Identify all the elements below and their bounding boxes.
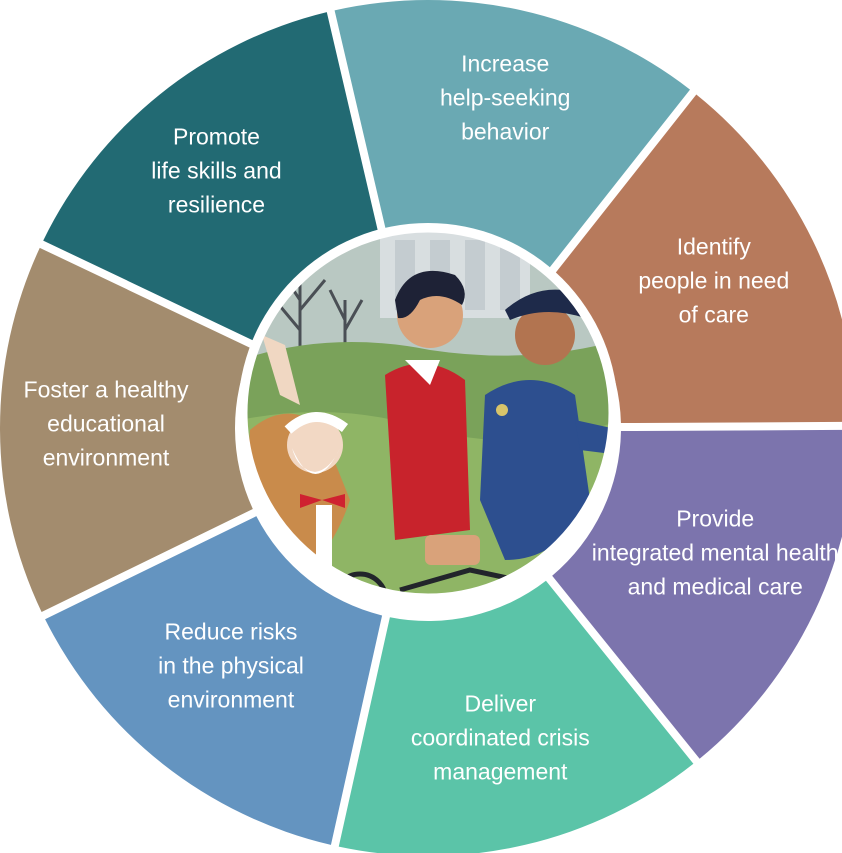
segment-label-line: Deliver [465,691,537,717]
segment-label-line: help-seeking [440,85,570,111]
segment-label-line: of care [679,302,749,328]
segment-label-line: and medical care [628,574,803,600]
segment-help-seeking [334,0,691,275]
segment-identify-people [550,94,842,424]
segment-label-line: Provide [676,506,754,532]
segment-label-integrated-care: Provide integrated mental health and medic… [592,506,839,600]
segment-label-line: Identify [677,234,752,260]
segment-label-line: life skills and [151,157,281,183]
segment-label-line: management [433,759,568,785]
segment-label-line: Promote [173,123,260,149]
segment-label-crisis-management: Deliver coordinated crisis management [411,691,590,785]
segment-label-help-seeking: Increase help-seeking behavior [440,51,570,145]
segment-integrated-care [552,429,842,759]
segment-label-line: Foster a healthy [24,377,189,403]
segment-label-line: integrated mental health [592,540,839,566]
segment-crisis-management [338,580,694,853]
segment-label-line: environment [168,687,295,713]
segment-label-line: educational [47,411,165,437]
segment-label-line: Reduce risks [165,619,298,645]
segment-label-line: people in need [638,268,789,294]
segment-label-identify-people: Identify people in need of care [638,234,789,328]
segment-label-line: coordinated crisis [411,725,590,751]
segment-label-line: behavior [461,119,550,145]
segment-label-line: in the physical [158,653,304,679]
segment-label-line: environment [43,445,170,471]
segment-healthy-environment [0,247,253,613]
segment-label-line: Increase [461,51,549,77]
segment-label-physical-environment: Reduce risks in the physical environment [158,619,304,713]
segment-label-healthy-environment: Foster a healthy educational environment [24,377,189,471]
segment-label-line: resilience [168,191,265,217]
segment-label-life-skills: Promote life skills and resilience [151,123,281,217]
